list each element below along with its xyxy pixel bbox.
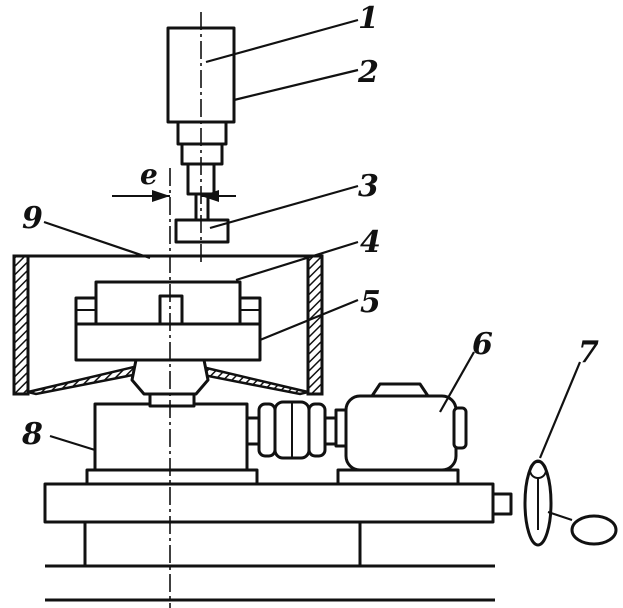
workpiece-housing [12, 254, 324, 396]
label-4: 4 [360, 225, 381, 260]
label-7: 7 [578, 335, 599, 370]
eccentricity-dimension [112, 190, 236, 202]
gearbox [85, 392, 259, 486]
label-1: 1 [358, 1, 379, 36]
coupling [245, 400, 339, 460]
label-5: 5 [360, 285, 381, 320]
label-9: 9 [22, 201, 43, 236]
center-lines [169, 12, 202, 608]
motor [334, 382, 468, 486]
label-2: 2 [357, 55, 379, 90]
label-3: 3 [358, 169, 379, 204]
label-8: 8 [21, 417, 43, 452]
label-6: 6 [472, 327, 493, 362]
handwheel [491, 459, 618, 547]
base-lines [45, 522, 495, 602]
fixture [74, 280, 262, 362]
label-e: e [140, 158, 158, 191]
leader-lines [43, 18, 582, 459]
machine-bed [43, 482, 495, 524]
